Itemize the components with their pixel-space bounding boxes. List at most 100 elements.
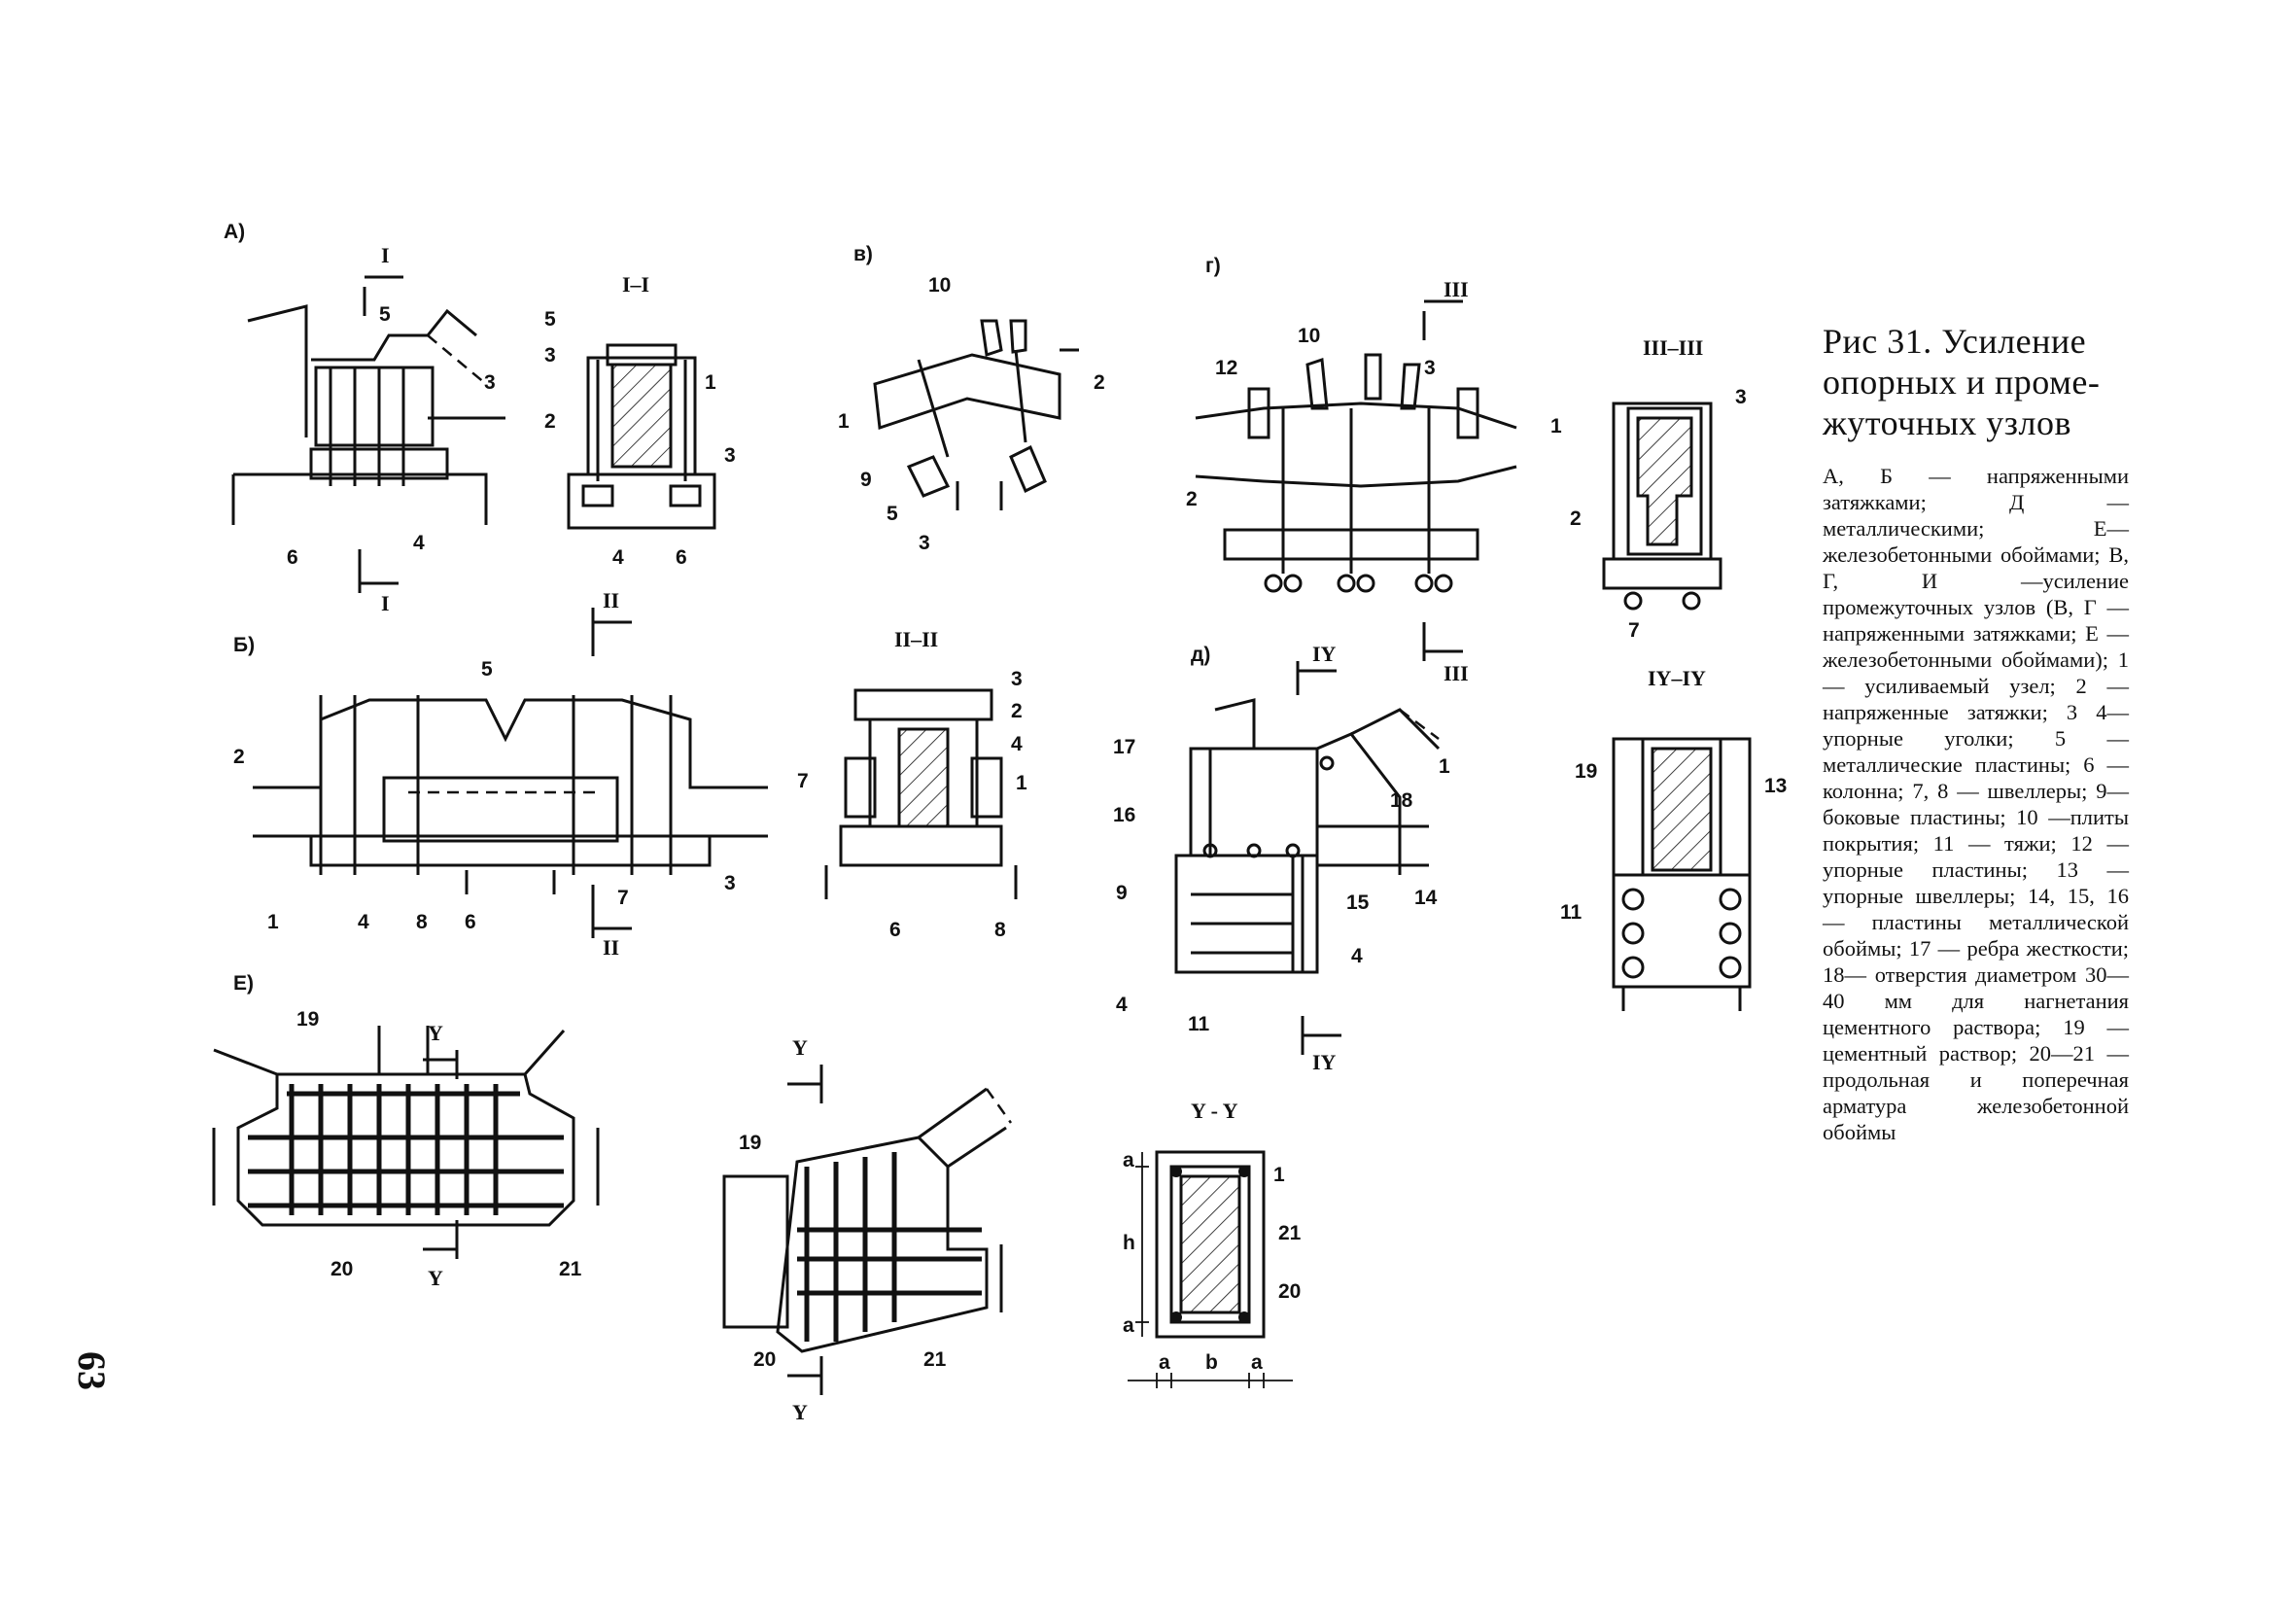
label-19: 19 (739, 1132, 761, 1154)
label-7: 7 (1628, 619, 1640, 642)
section-ii-ii-title: II–II (894, 627, 938, 651)
mark-v-bottom: Y (792, 1400, 808, 1424)
section-i-i-title: I–I (622, 272, 649, 297)
label-13: 13 (1764, 775, 1787, 797)
label-5: 5 (544, 308, 556, 331)
section-iv-iv: IY–IY 19 13 11 (1560, 666, 1787, 1011)
label-10: 10 (928, 274, 951, 297)
section-v-v: Y - Y a h a a b a 1 21 20 (1123, 1099, 1302, 1388)
dim-a-right: a (1251, 1351, 1263, 1374)
mark-ii-bottom: II (603, 935, 619, 960)
label-4: 4 (612, 546, 624, 569)
label-10: 10 (1298, 325, 1320, 347)
view-g: г) III III 10 12 3 1 2 (1186, 255, 1562, 685)
label-1: 1 (1273, 1164, 1285, 1186)
label-12: 12 (1215, 357, 1237, 379)
view-e-side: Y Y 19 20 21 (722, 1035, 1013, 1424)
label-15: 15 (1346, 891, 1370, 914)
mark-v-bottom-e: Y (428, 1266, 443, 1290)
label-5: 5 (481, 658, 493, 681)
label-3: 3 (724, 444, 736, 467)
label-21: 21 (1278, 1222, 1302, 1244)
dim-a-top: a (1123, 1149, 1134, 1171)
label-19: 19 (296, 1008, 319, 1031)
section-i-i: I–I 5 3 1 2 3 4 6 (544, 272, 736, 569)
label-11: 11 (1560, 901, 1583, 924)
label-21: 21 (923, 1348, 947, 1371)
view-b: Б) II II 5 2 1 4 8 6 7 3 (233, 588, 768, 960)
label-7: 7 (617, 887, 629, 909)
view-v: в) 10 2 1 9 5 3 (838, 243, 1105, 554)
label-14: 14 (1414, 887, 1438, 909)
label-2: 2 (1570, 507, 1582, 530)
label-4: 4 (1351, 945, 1363, 967)
view-b-label: Б) (233, 634, 255, 656)
mark-iii-top: III (1444, 277, 1469, 301)
label-8: 8 (416, 911, 428, 933)
label-1: 1 (1439, 755, 1450, 778)
label-6: 6 (676, 546, 687, 569)
section-iv-iv-title: IY–IY (1648, 666, 1706, 690)
label-2: 2 (544, 410, 556, 433)
view-e-label: Е) (233, 972, 254, 995)
section-iii-iii-title: III–III (1643, 335, 1703, 360)
label-20: 20 (753, 1348, 776, 1371)
label-4: 4 (358, 911, 369, 933)
view-a: А) I I 5 3 4 6 (224, 221, 505, 615)
label-20: 20 (330, 1258, 353, 1280)
figure-caption: Рис 31. Усиление опорных и проме-жуточны… (1823, 321, 2129, 1145)
label-2: 2 (1094, 371, 1105, 394)
label-1: 1 (1550, 415, 1562, 437)
label-19: 19 (1575, 760, 1597, 783)
section-ii-ii: II–II 3 2 4 1 7 6 8 (797, 627, 1027, 941)
label-21: 21 (559, 1258, 582, 1280)
label-2: 2 (233, 746, 245, 768)
mark-iii-bottom: III (1444, 661, 1469, 685)
label-6: 6 (287, 546, 298, 569)
mark-iv-bottom: IY (1312, 1050, 1337, 1074)
label-16: 16 (1113, 804, 1135, 826)
mark-ii-top: II (603, 588, 619, 612)
rebar-transverse (289, 1084, 499, 1215)
mark-v-top-e: Y (428, 1021, 443, 1045)
dim-h: h (1123, 1232, 1135, 1254)
label-3: 3 (544, 344, 556, 367)
label-1: 1 (267, 911, 279, 933)
label-5: 5 (887, 503, 898, 525)
label-1: 1 (705, 371, 716, 394)
label-1: 1 (838, 410, 850, 433)
label-20: 20 (1278, 1280, 1301, 1303)
label-3: 3 (919, 532, 930, 554)
label-6: 6 (465, 911, 476, 933)
dim-b: b (1205, 1351, 1218, 1374)
label-2: 2 (1186, 488, 1198, 510)
label-3: 3 (1424, 357, 1436, 379)
label-2: 2 (1011, 700, 1023, 722)
mark-v-top: Y (792, 1035, 808, 1060)
section-v-v-title: Y - Y (1191, 1099, 1238, 1123)
label-3: 3 (484, 371, 496, 394)
label-9: 9 (860, 469, 872, 491)
label-3: 3 (1011, 668, 1023, 690)
label-7: 7 (797, 770, 809, 792)
caption-title: Рис 31. Усиление опорных и проме-жуточны… (1823, 322, 2101, 442)
view-d: д) IY IY 17 16 1 18 15 14 9 4 4 11 (1113, 642, 1450, 1074)
dim-a-bottom: a (1123, 1314, 1134, 1337)
view-g-label: г) (1205, 255, 1221, 277)
mark-i-top: I (381, 243, 390, 267)
label-1: 1 (1016, 772, 1027, 794)
view-e: Е) Y Y 19 20 21 (212, 972, 600, 1290)
label-18: 18 (1390, 789, 1413, 812)
label-3: 3 (724, 872, 736, 894)
view-a-label: А) (224, 221, 245, 243)
label-8: 8 (994, 919, 1006, 941)
label-4: 4 (1116, 994, 1128, 1016)
label-3: 3 (1735, 386, 1747, 408)
label-4: 4 (413, 532, 425, 554)
label-4: 4 (1011, 733, 1023, 755)
mark-iv-top: IY (1312, 642, 1337, 666)
label-6: 6 (889, 919, 901, 941)
mark-i-bottom: I (381, 591, 390, 615)
caption-legend: А, Б — напряженными затяжками; Д —металл… (1823, 464, 2129, 1144)
